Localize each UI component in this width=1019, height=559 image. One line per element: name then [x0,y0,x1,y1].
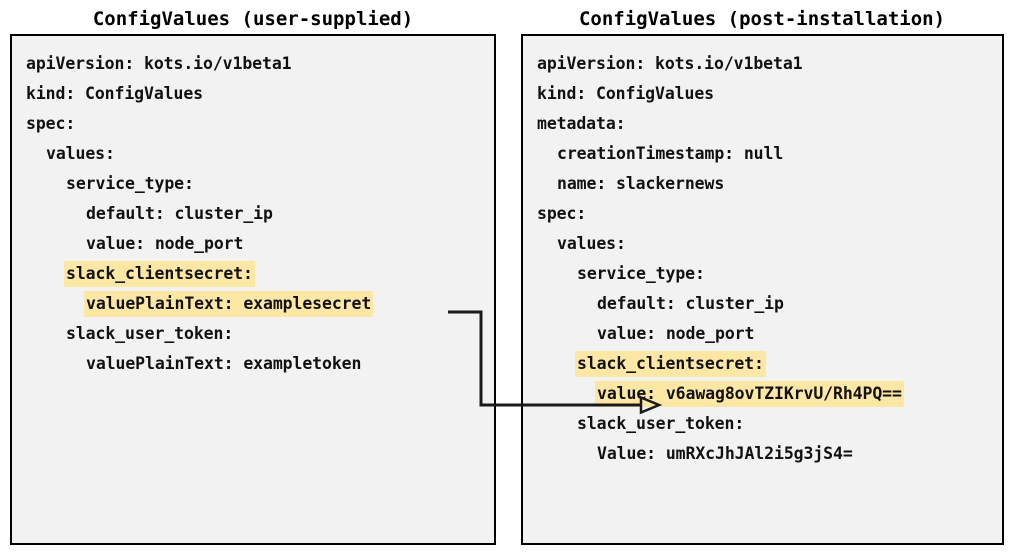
yaml-line: metadata: [535,109,1002,139]
right-config-values-panel: apiVersion: kots.io/v1beta1 kind: ConfigV… [521,34,1004,545]
yaml-line-text: slack_clientsecret: [575,351,766,377]
yaml-line-text: slack_user_token: [577,414,745,433]
yaml-line: spec: [24,109,494,139]
yaml-line: slack_user_token: [535,409,1002,439]
yaml-line-text: spec: [537,204,587,223]
yaml-line: service_type: [24,169,494,199]
yaml-line: default: cluster_ip [24,199,494,229]
yaml-line: slack_clientsecret: [24,259,494,289]
yaml-line-text: apiVersion: kots.io/v1beta1 [26,54,292,73]
yaml-line-text: apiVersion: kots.io/v1beta1 [537,54,803,73]
yaml-line-text: slack_user_token: [66,324,234,343]
yaml-line-text: value: v6awag8ovTZIKrvU/Rh4PQ== [595,381,904,407]
yaml-line: kind: ConfigValues [24,79,494,109]
left-panel-title: ConfigValues (user-supplied) [92,8,414,30]
yaml-line: valuePlainText: examplesecret [24,289,494,319]
yaml-line-text: default: cluster_ip [597,294,784,313]
yaml-line-text: metadata: [537,114,626,133]
yaml-line-text: values: [46,144,115,163]
yaml-line-text: value: node_port [597,324,755,343]
yaml-line-text: kind: ConfigValues [537,84,715,103]
left-config-values-panel: apiVersion: kots.io/v1beta1 kind: ConfigV… [10,34,496,545]
yaml-line: apiVersion: kots.io/v1beta1 [24,49,494,79]
yaml-line-text: slack_clientsecret: [64,261,255,287]
yaml-line: service_type: [535,259,1002,289]
yaml-line: Value: umRXcJhJAl2i5g3jS4= [535,439,1002,469]
yaml-line-text: valuePlainText: exampletoken [86,354,362,373]
left-yaml-code: apiVersion: kots.io/v1beta1 kind: ConfigV… [12,49,494,379]
yaml-line-text: name: slackernews [557,174,725,193]
yaml-line: spec: [535,199,1002,229]
yaml-line-text: Value: umRXcJhJAl2i5g3jS4= [597,444,853,463]
yaml-line-text: default: cluster_ip [86,204,273,223]
yaml-line: apiVersion: kots.io/v1beta1 [535,49,1002,79]
yaml-line: valuePlainText: exampletoken [24,349,494,379]
yaml-line-text: value: node_port [86,234,244,253]
yaml-line: default: cluster_ip [535,289,1002,319]
yaml-line-text: values: [557,234,626,253]
yaml-line: value: node_port [24,229,494,259]
right-panel-title: ConfigValues (post-installation) [578,8,946,30]
yaml-line-text: spec: [26,114,76,133]
yaml-line-text: service_type: [66,174,194,193]
yaml-line: value: v6awag8ovTZIKrvU/Rh4PQ== [535,379,1002,409]
yaml-line: creationTimestamp: null [535,139,1002,169]
yaml-line: kind: ConfigValues [535,79,1002,109]
yaml-line-text: creationTimestamp: null [557,144,784,163]
yaml-line: slack_user_token: [24,319,494,349]
yaml-line: values: [24,139,494,169]
right-yaml-code: apiVersion: kots.io/v1beta1 kind: ConfigV… [523,49,1002,469]
yaml-line: values: [535,229,1002,259]
yaml-line: value: node_port [535,319,1002,349]
yaml-line: slack_clientsecret: [535,349,1002,379]
yaml-line-text: valuePlainText: examplesecret [84,291,374,317]
yaml-line: name: slackernews [535,169,1002,199]
yaml-line-text: kind: ConfigValues [26,84,204,103]
yaml-line-text: service_type: [577,264,705,283]
